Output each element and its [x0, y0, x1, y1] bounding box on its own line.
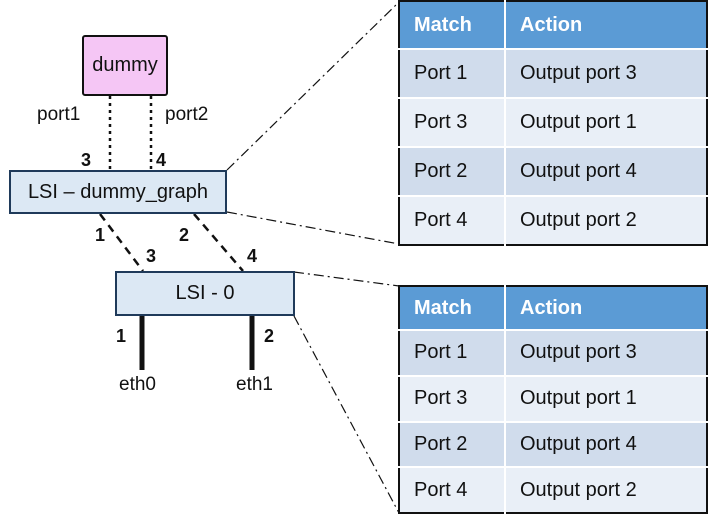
zero-port-1: 1: [116, 326, 127, 346]
table-row: Port 4 Output port 2: [399, 466, 707, 513]
lsi-dummy-graph-node: LSI – dummy_graph: [9, 170, 227, 214]
zero-port-3: 3: [146, 246, 157, 266]
callout-graph-top: [226, 1, 400, 171]
match-cell: Port 1: [399, 329, 506, 376]
graph-to-zero-link-1: [99, 213, 144, 272]
action-cell: Output port 4: [505, 146, 707, 196]
callout-graph-bottom: [226, 211, 400, 245]
zero-port-4: 4: [247, 246, 258, 266]
action-header: Action: [505, 1, 707, 49]
match-cell: Port 2: [399, 420, 506, 468]
table-row: Port 3 Output port 1: [399, 97, 707, 147]
eth0-label: eth0: [119, 374, 156, 395]
action-cell: Output port 1: [505, 374, 707, 422]
table-header-row: Match Action: [399, 286, 707, 330]
match-cell: Port 4: [399, 195, 506, 245]
graph-port-2: 2: [179, 225, 190, 245]
graph-to-zero-link-2: [193, 213, 244, 272]
match-cell: Port 2: [399, 146, 506, 196]
lsi-dummy-graph-label: LSI – dummy_graph: [27, 180, 209, 203]
zero-port-2: 2: [264, 326, 275, 346]
table-row: Port 3 Output port 1: [399, 374, 707, 422]
callout-zero-top: [293, 271, 400, 287]
match-cell: Port 1: [399, 48, 506, 98]
dummy-node-label: dummy: [92, 54, 158, 76]
table-row: Port 1 Output port 3: [399, 48, 707, 98]
table-row: Port 2 Output port 4: [399, 146, 707, 196]
eth1-label: eth1: [236, 374, 273, 395]
match-header: Match: [399, 286, 506, 330]
flow-table-lsi-zero: Match Action Port 1 Output port 3 Port 3…: [398, 285, 708, 514]
dummy-node: dummy: [82, 35, 168, 96]
lsi-zero-label: LSI - 0: [175, 282, 235, 304]
port2-label: port2: [165, 104, 209, 125]
action-cell: Output port 2: [505, 466, 707, 513]
action-header: Action: [505, 286, 707, 330]
match-cell: Port 3: [399, 374, 506, 422]
match-header: Match: [399, 1, 506, 49]
action-cell: Output port 3: [505, 329, 707, 376]
table-header-row: Match Action: [399, 1, 707, 49]
graph-port-1: 1: [95, 225, 106, 245]
action-cell: Output port 1: [505, 97, 707, 147]
graph-port-3: 3: [81, 150, 92, 170]
graph-port-4: 4: [156, 150, 167, 170]
lsi-zero-node: LSI - 0: [115, 271, 295, 316]
action-cell: Output port 4: [505, 420, 707, 468]
port1-label: port1: [37, 104, 81, 125]
action-cell: Output port 3: [505, 48, 707, 98]
table-row: Port 1 Output port 3: [399, 329, 707, 376]
flow-table-lsi-dummy-graph: Match Action Port 1 Output port 3 Port 3…: [398, 0, 708, 246]
match-cell: Port 3: [399, 97, 506, 147]
action-cell: Output port 2: [505, 195, 707, 245]
callout-zero-bottom: [293, 315, 400, 514]
table-row: Port 2 Output port 4: [399, 420, 707, 468]
match-cell: Port 4: [399, 466, 506, 513]
table-row: Port 4 Output port 2: [399, 195, 707, 245]
